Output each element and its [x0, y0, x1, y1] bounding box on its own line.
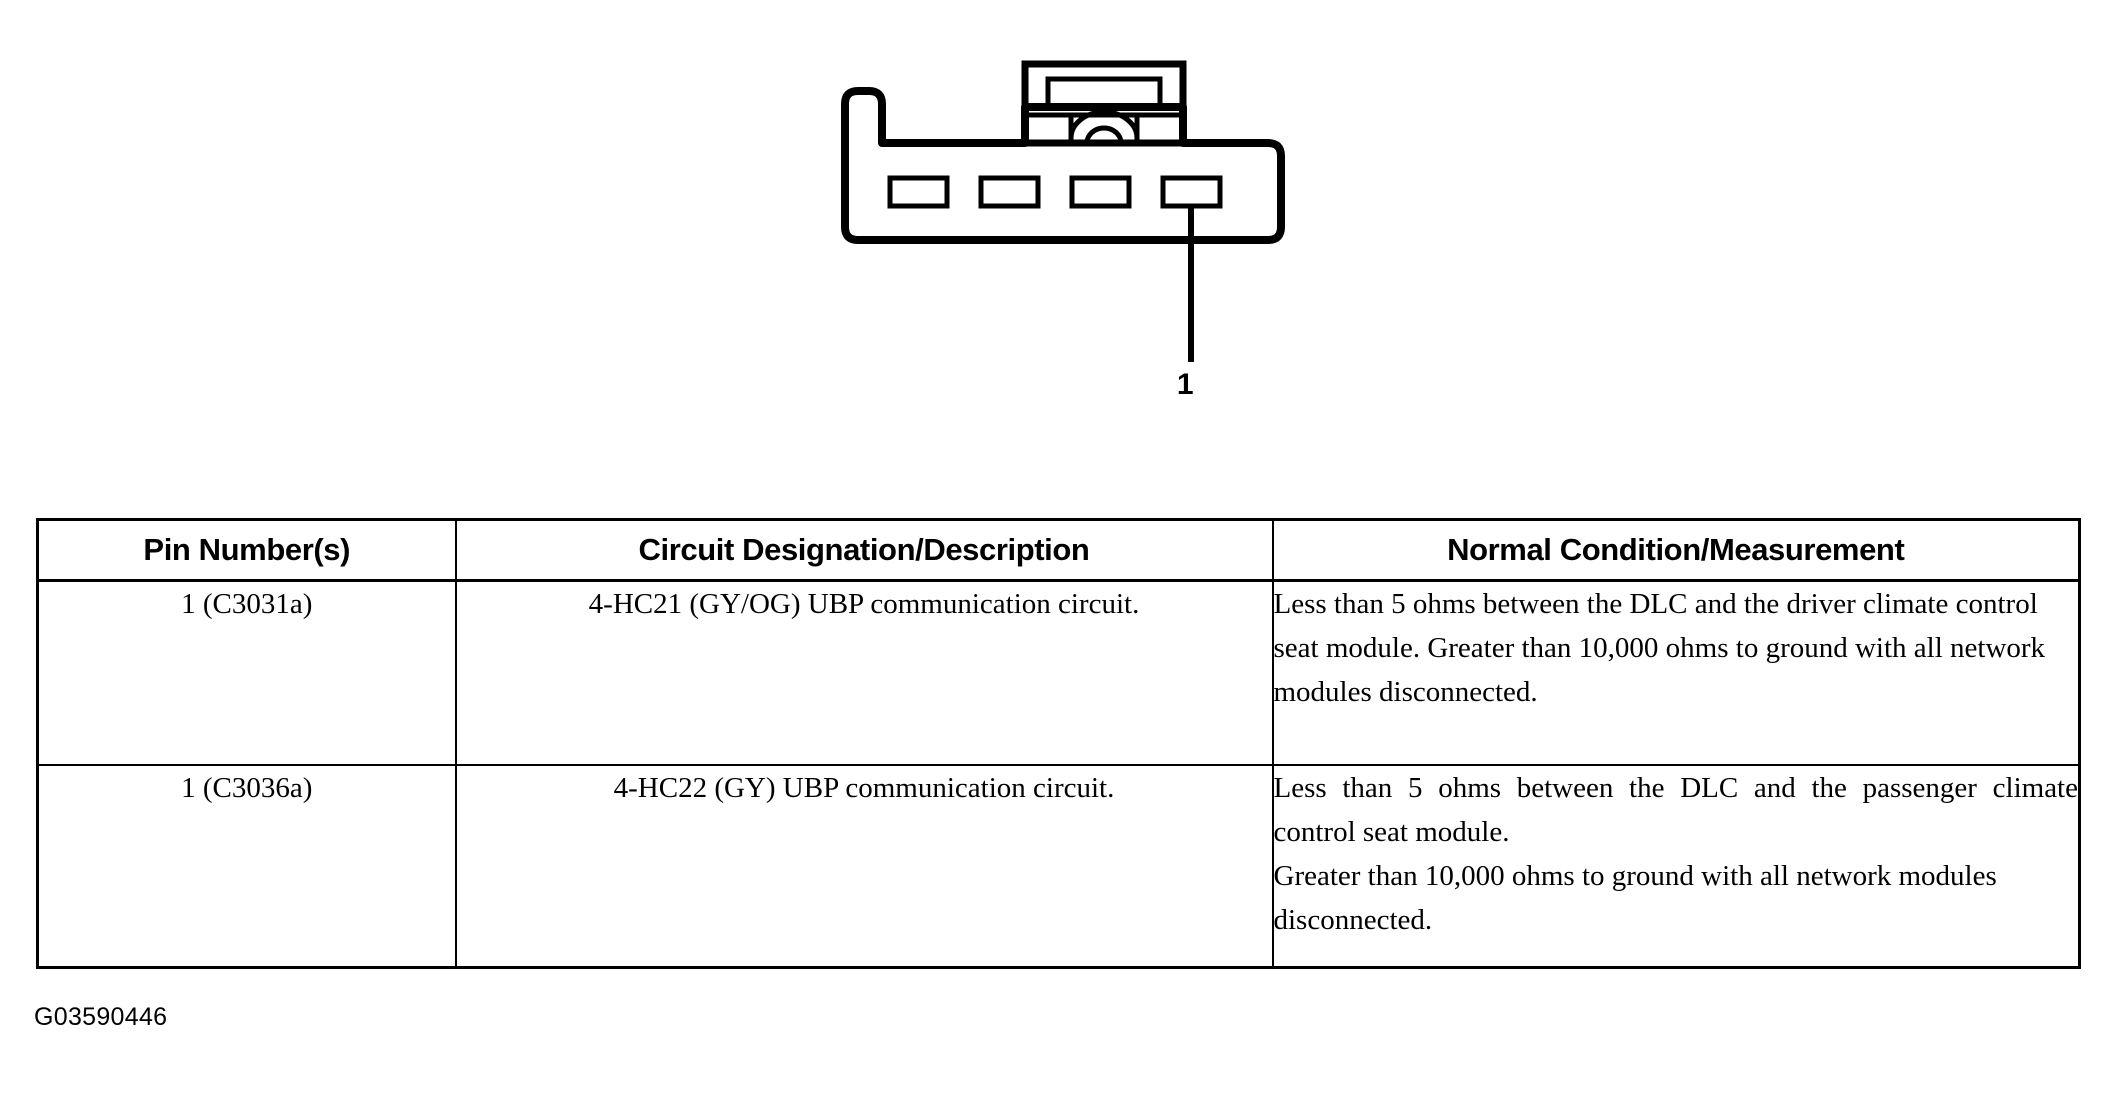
cell-pin-number: 1 (C3031a): [37, 580, 457, 765]
cell-circuit-description: 4-HC21 (GY/OG) UBP communication circuit…: [454, 580, 1274, 765]
figure-id-caption: G03590446: [34, 1003, 168, 1031]
column-header-normal-condition: Normal Condition/Measurement: [1271, 519, 2080, 582]
latch-tower-outline: [1021, 60, 1187, 147]
table-row: 1 (C3031a) 4-HC21 (GY/OG) UBP communicat…: [37, 580, 2080, 765]
pin-cavity-3: [1069, 175, 1132, 209]
table-row: 1 (C3036a) 4-HC22 (GY) UBP communication…: [37, 764, 2080, 968]
column-header-pin-number: Pin Number(s): [37, 519, 457, 582]
measurement-line: Greater than 10,000 ohms to ground with …: [1273, 860, 1997, 936]
cell-normal-condition: Less than 5 ohms between the DLC and the…: [1271, 580, 2080, 765]
pin-cavity-1: [887, 175, 950, 209]
measurement-line: Less than 5 ohms between the DLC and the…: [1273, 588, 2046, 708]
latch-arch-inner: [1084, 125, 1124, 144]
cell-circuit-description: 4-HC22 (GY) UBP communication circuit.: [454, 764, 1274, 968]
connector-diagram: [835, 50, 1305, 430]
cell-pin-number: 1 (C3036a): [37, 764, 457, 968]
latch-arch-outer: [1068, 109, 1140, 143]
latch-slot: [1045, 76, 1163, 109]
column-header-circuit-designation: Circuit Designation/Description: [454, 519, 1274, 582]
pin-table-header: Pin Number(s) Circuit Designation/Descri…: [37, 519, 2080, 582]
pin-number-callout: 1: [1176, 368, 1194, 401]
pin-cavity-2: [978, 175, 1041, 209]
connector-body-outline: [841, 87, 1285, 244]
pin-table: Pin Number(s) Circuit Designation/Descri…: [36, 518, 2081, 969]
connector-svg: [841, 60, 1285, 362]
measurement-line: Less than 5 ohms between the DLC and the…: [1273, 772, 2079, 848]
table-header-row: Pin Number(s) Circuit Designation/Descri…: [37, 519, 2080, 582]
cell-normal-condition: Less than 5 ohms between the DLC and the…: [1271, 764, 2080, 968]
pin-table-container: Pin Number(s) Circuit Designation/Descri…: [36, 518, 2081, 969]
pin-cavity-4: [1160, 175, 1223, 209]
pin-table-body: 1 (C3031a) 4-HC21 (GY/OG) UBP communicat…: [37, 580, 2080, 968]
